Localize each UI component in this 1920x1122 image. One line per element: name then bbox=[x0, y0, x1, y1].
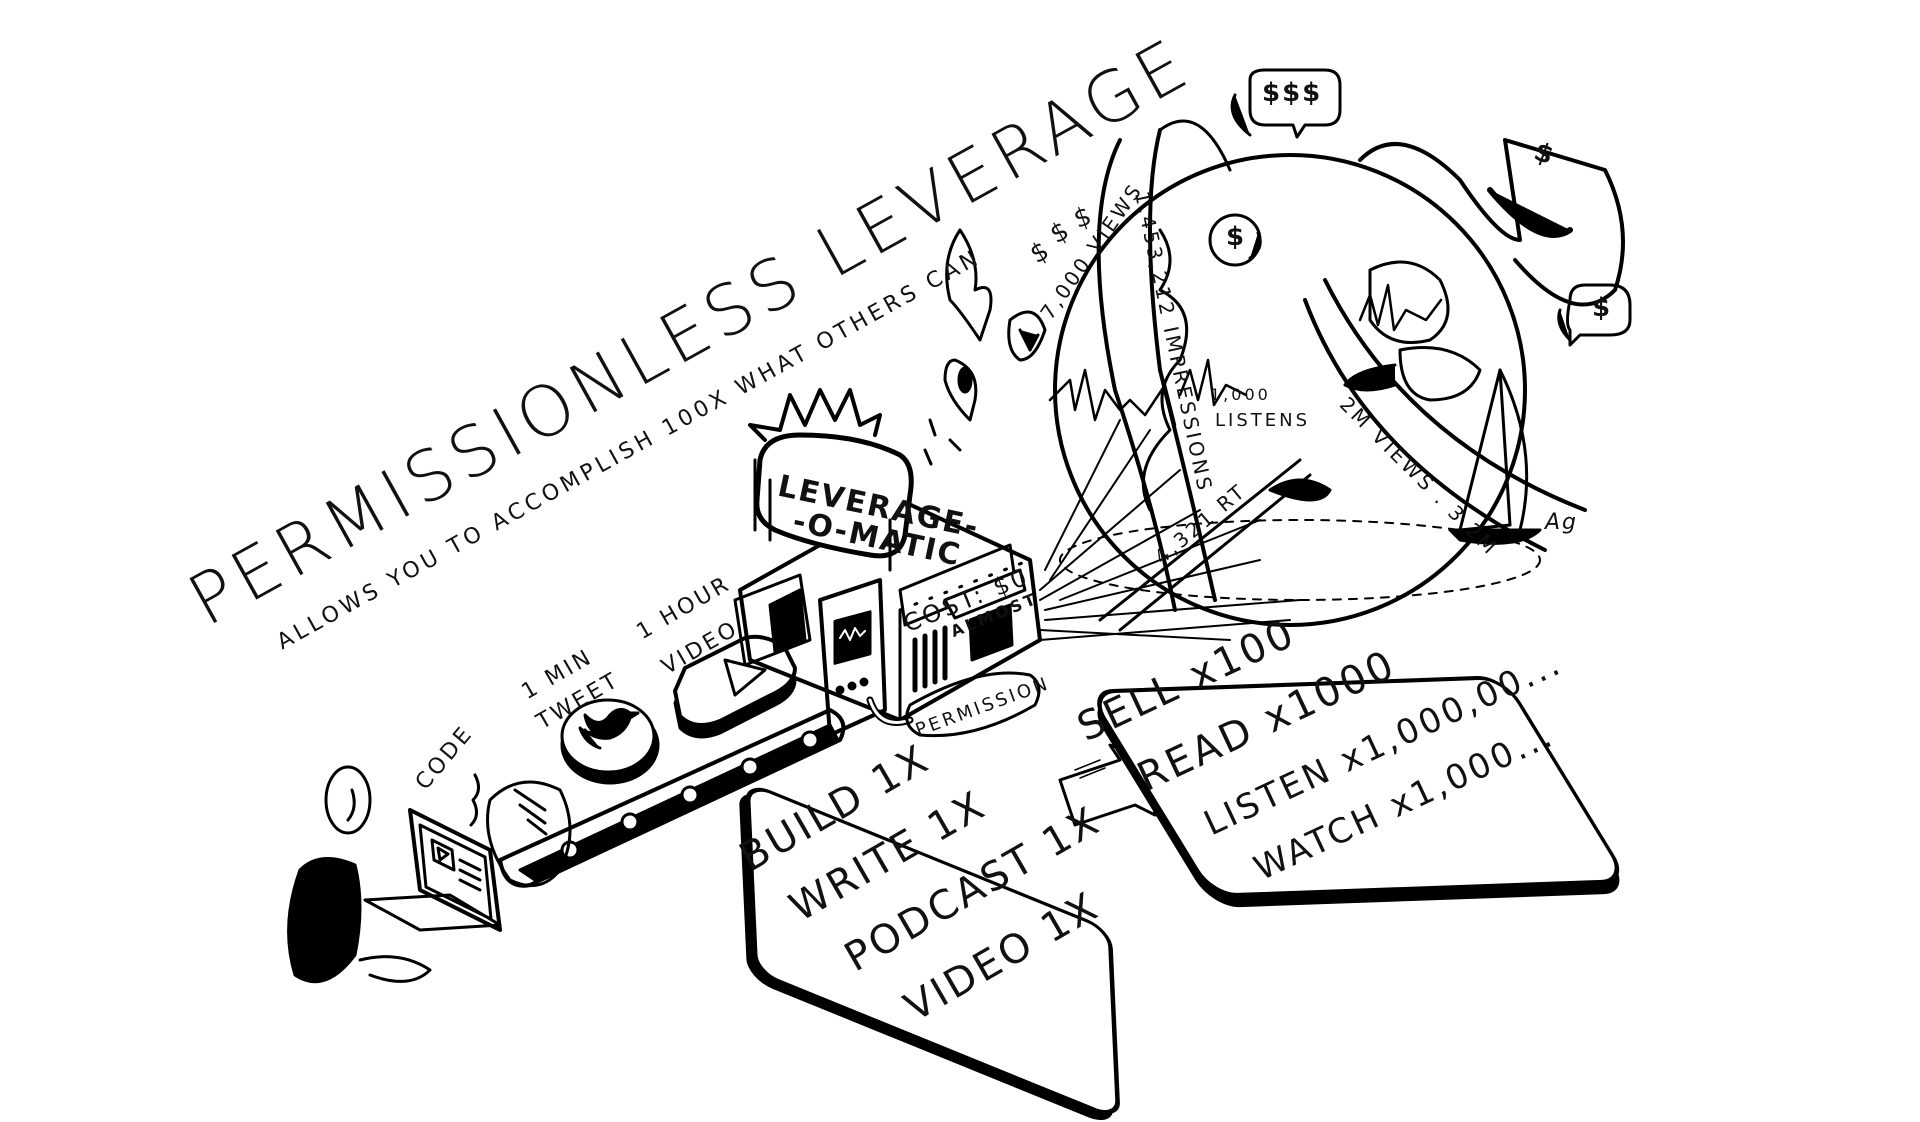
permission-tag bbox=[905, 671, 1041, 738]
illustration-canvas bbox=[287, 68, 1632, 984]
globe-icon bbox=[1048, 153, 1541, 627]
retweet-ribbon bbox=[1098, 458, 1312, 632]
person-icon bbox=[287, 765, 432, 984]
laptop-icon bbox=[363, 773, 502, 932]
twitter-bird-icon bbox=[560, 698, 660, 785]
bubble-top-text: $$$ bbox=[1262, 78, 1323, 108]
almost-tag bbox=[943, 568, 1027, 620]
speech-bubble-right bbox=[1557, 283, 1632, 347]
machine-sign bbox=[748, 388, 914, 572]
bubble-right-text: $ bbox=[1592, 293, 1613, 323]
splash-shapes bbox=[923, 228, 1047, 466]
conveyor-belt bbox=[486, 708, 846, 888]
impressions-ribbon bbox=[1096, 119, 1232, 612]
speech-bubble-globe bbox=[1208, 213, 1262, 267]
listens-label: LISTENS bbox=[1215, 410, 1311, 431]
bubble-globe-text: $ bbox=[1226, 222, 1247, 252]
speech-bubble-top bbox=[1230, 68, 1342, 139]
burst-lines bbox=[1039, 419, 1301, 641]
listens-count: 1,000 bbox=[1210, 385, 1271, 404]
sailboat-icon bbox=[1448, 368, 1542, 545]
artist-signature: Ag bbox=[1545, 510, 1579, 535]
views-ribbon bbox=[1303, 138, 1625, 552]
